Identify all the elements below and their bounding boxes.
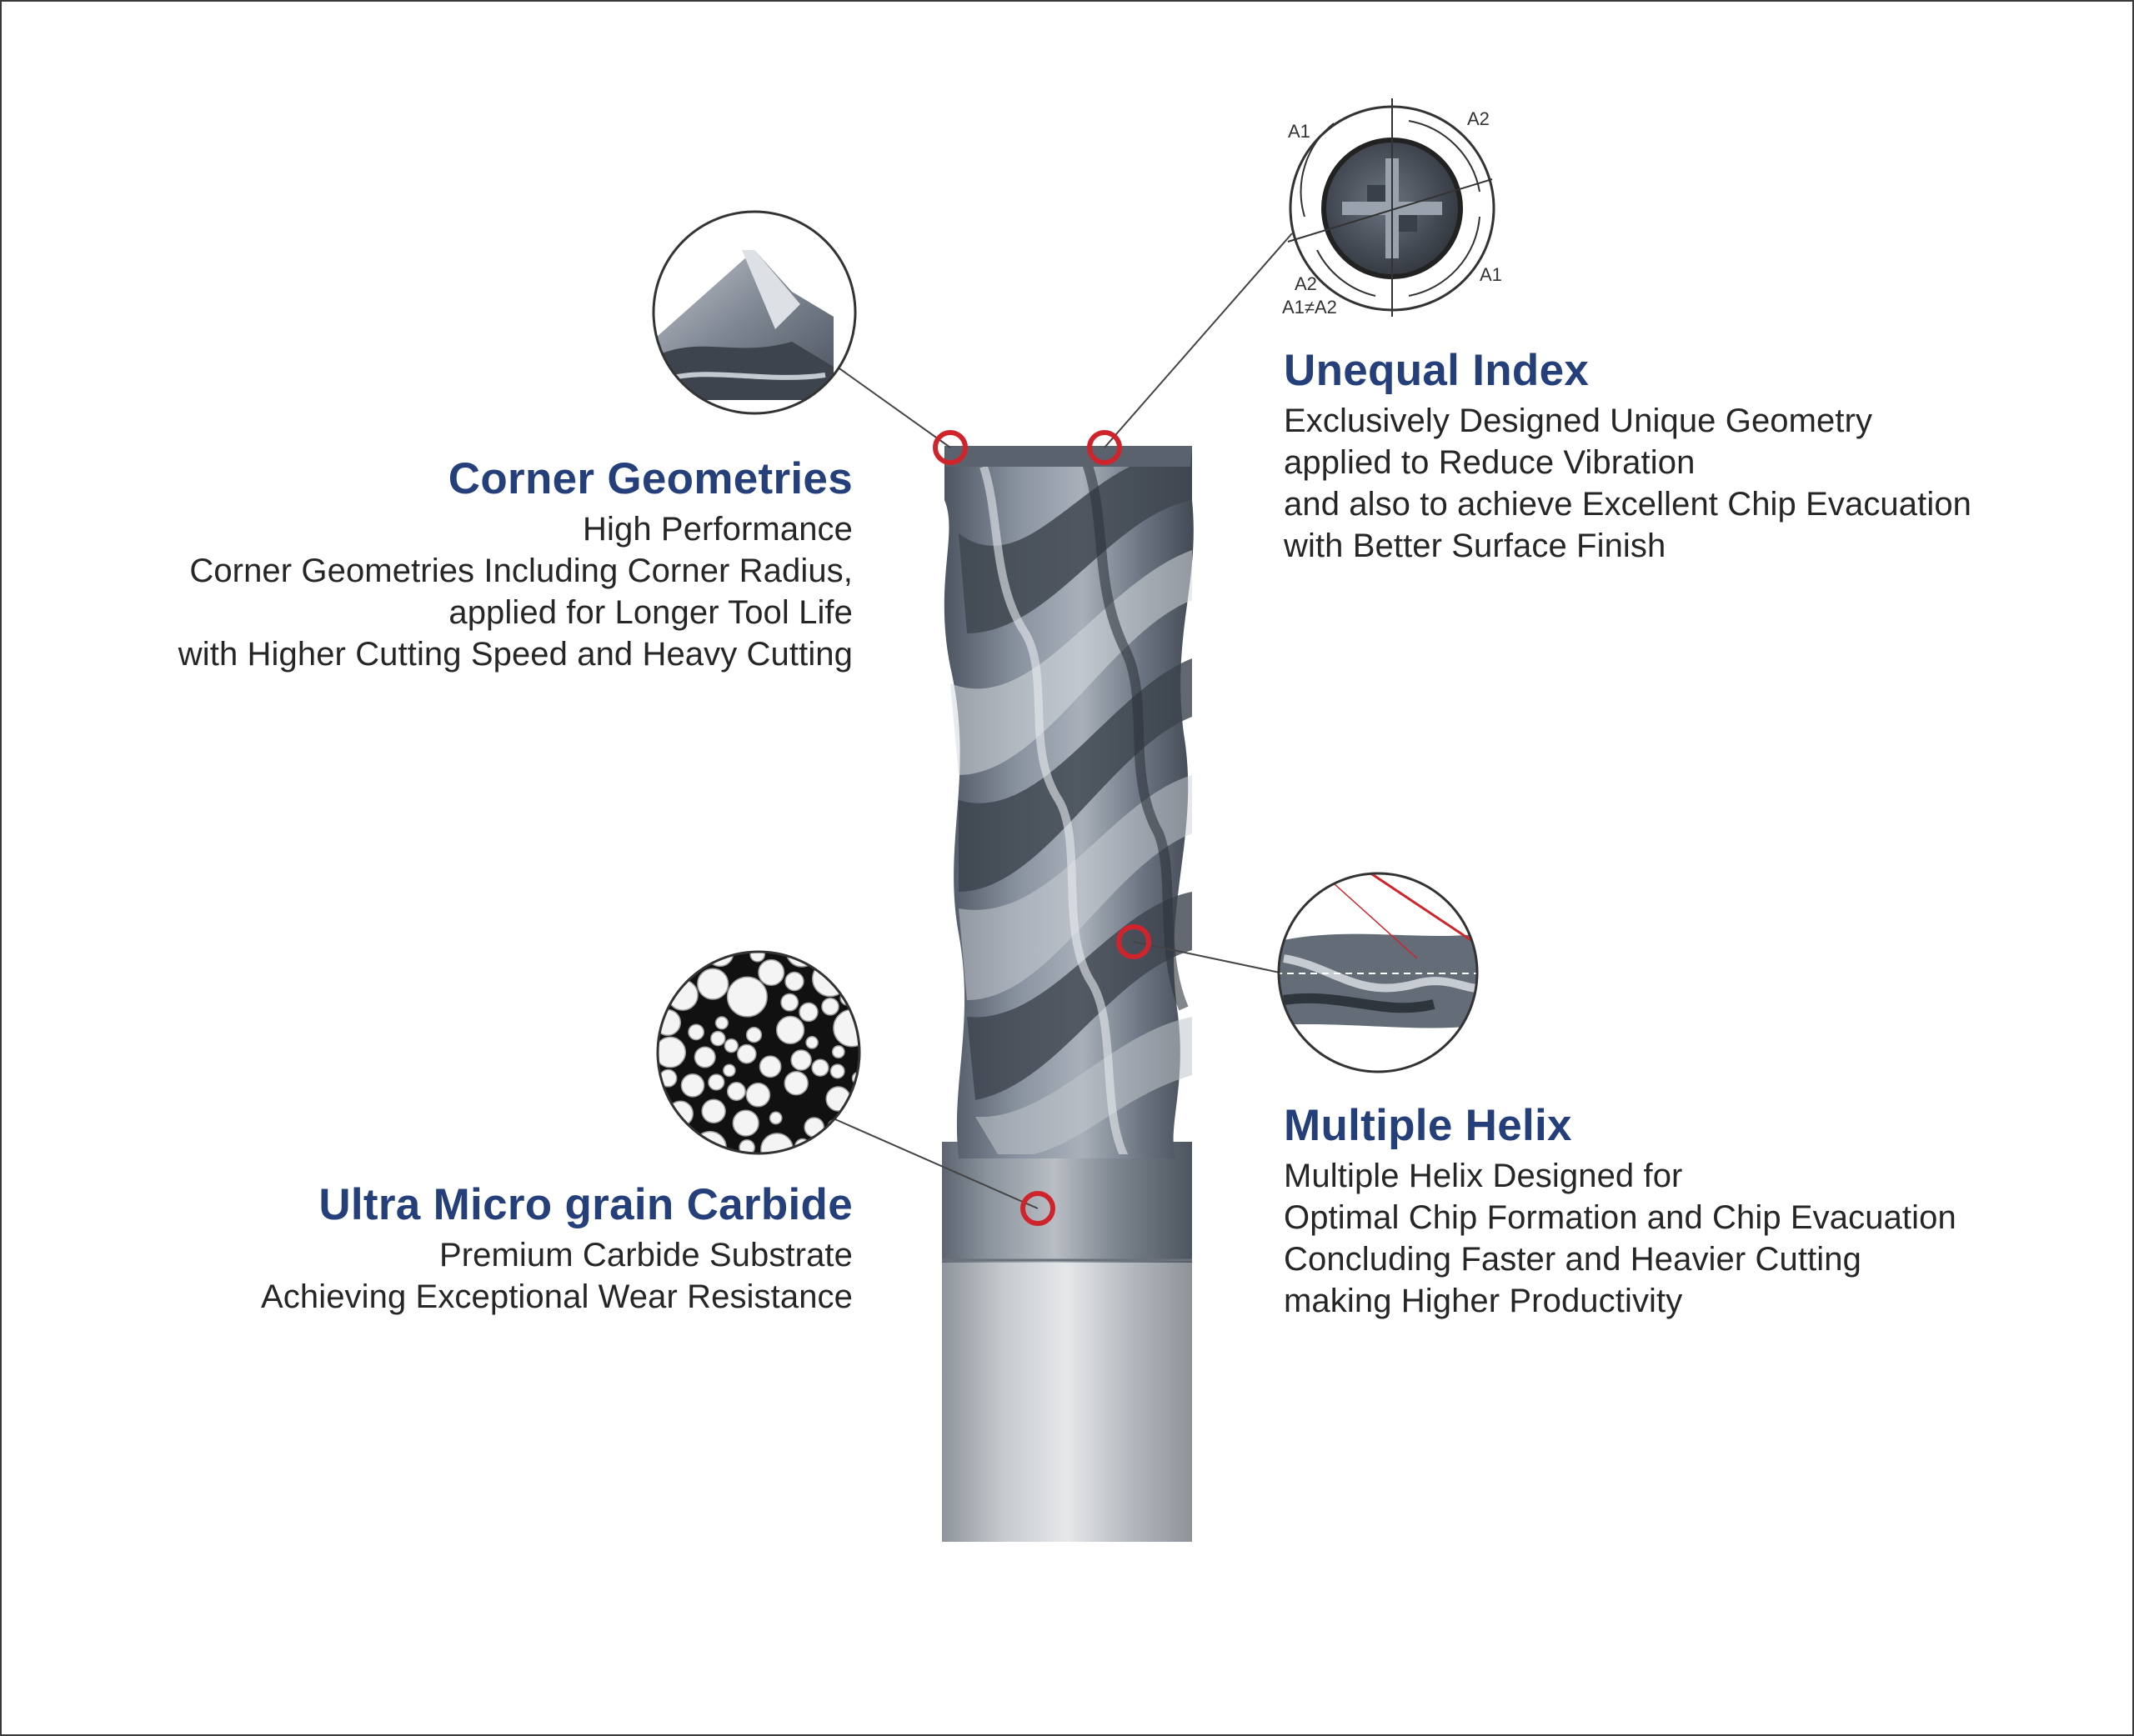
carbide-grain: [842, 953, 859, 967]
carbide-grain: [784, 971, 804, 992]
carbide-grain: [805, 1036, 819, 1049]
carbide-grain: [732, 1109, 759, 1137]
carbide-grain: [694, 1046, 716, 1068]
carbide-grain: [701, 1098, 726, 1124]
carbide-grain: [724, 1038, 739, 1053]
leader-carbide: [829, 1116, 1039, 1209]
label-a2-top: A2: [1467, 108, 1490, 129]
carbide-grain: [829, 1063, 845, 1079]
carbide-grain: [811, 1058, 829, 1077]
carbide-grain: [697, 968, 729, 1000]
carbide-grain: [775, 1015, 805, 1045]
label-a1-right: A1: [1480, 264, 1502, 285]
carbide-title: Ultra Micro grain Carbide: [318, 1180, 853, 1229]
marker-helix: [1116, 924, 1151, 959]
carbide-grain: [680, 1073, 705, 1098]
carbide-grain: [804, 1117, 825, 1138]
carbide-grain: [790, 1049, 812, 1071]
marker-corner: [933, 430, 968, 465]
carbide-grain: [816, 1143, 839, 1153]
corner-geometries-block: Corner Geometries High Performance Corne…: [178, 452, 853, 675]
leader-lines: [824, 233, 1293, 1209]
label-a1-top: A1: [1288, 121, 1310, 142]
carbide-grain: [821, 997, 839, 1016]
leader-unequal: [1104, 233, 1293, 448]
carbide-grain: [726, 976, 768, 1018]
carbide-grain: [688, 1023, 705, 1041]
helix-line-1: Multiple Helix Designed for: [1284, 1158, 1683, 1194]
unequal-line-2: applied to Reduce Vibration: [1284, 444, 1696, 481]
carbide-line-1: Premium Carbide Substrate: [438, 1237, 853, 1273]
leader-corner: [824, 358, 951, 448]
shank-neck: [942, 1142, 1192, 1263]
multiple-helix-block: Multiple Helix Multiple Helix Designed f…: [1284, 1098, 1956, 1322]
carbide-grain: [660, 953, 686, 972]
carbide-grain: [784, 1070, 809, 1096]
carbide-grain: [710, 1030, 726, 1047]
carbide-grain: [758, 958, 785, 986]
carbide-grain: [811, 960, 849, 998]
marker-unequal: [1087, 430, 1122, 465]
carbide-grain: [723, 1063, 736, 1078]
carbide-grain: [686, 953, 704, 965]
carbide-grain: [745, 1082, 771, 1108]
corner-line-3: applied for Longer Tool Life: [448, 594, 853, 631]
carbide-grain: [843, 1143, 858, 1153]
carbide-grain: [659, 976, 666, 993]
red-markers: [933, 430, 1151, 1226]
helix-line-4: making Higher Productivity: [1284, 1283, 1683, 1319]
shank-lower: [942, 1258, 1192, 1542]
carbide-grain: [726, 1082, 746, 1101]
corner-line-1: High Performance: [583, 511, 853, 548]
label-a1-neq-a2: A1≠A2: [1282, 297, 1337, 318]
carbide-grain: [659, 1036, 687, 1068]
carbide-grain: [660, 1142, 686, 1153]
multiple-helix-title: Multiple Helix: [1284, 1101, 1572, 1150]
corner-geometries-title: Corner Geometries: [448, 454, 853, 503]
carbide-grain: [759, 1055, 782, 1078]
carbide-grain: [749, 953, 766, 963]
unequal-line-1: Exclusively Designed Unique Geometry: [1284, 403, 1873, 439]
carbide-grain: [714, 1016, 729, 1030]
corner-line-2: Corner Geometries Including Corner Radiu…: [189, 553, 853, 589]
carbide-grain: [693, 1130, 727, 1153]
unequal-index-title: Unequal Index: [1284, 346, 1590, 395]
marker-carbide: [1020, 1191, 1055, 1226]
carbide-grain: [831, 1045, 845, 1059]
unequal-line-3: and also to achieve Excellent Chip Evacu…: [1284, 486, 1972, 523]
carbide-grain: [825, 1086, 851, 1112]
helical-flutes: [950, 452, 1192, 1154]
end-mill-tool: [942, 446, 1194, 1542]
carbide-grain: [705, 953, 734, 968]
carbide-line-2: Achieving Exceptional Wear Resistance: [261, 1278, 853, 1315]
unequal-index-diagram: A1 A2 A1 A2 A1≠A2: [1282, 98, 1502, 318]
label-a2-bottom: A2: [1295, 273, 1317, 294]
helix-zoom-circle: [1277, 872, 1479, 1073]
helix-line-3: Concluding Faster and Heavier Cutting: [1284, 1241, 1861, 1278]
carbide-zoom-circle: [656, 950, 861, 1155]
carbide-block: Ultra Micro grain Carbide Premium Carbid…: [261, 1178, 853, 1318]
leader-helix: [1133, 941, 1285, 974]
carbide-grain: [799, 1002, 819, 1023]
carbide-grain: [745, 1027, 763, 1043]
unequal-index-block: Unequal Index Exclusively Designed Uniqu…: [1284, 343, 1971, 567]
carbide-grain: [769, 1111, 783, 1125]
corner-zoom-circle: [652, 210, 857, 415]
corner-line-4: with Higher Cutting Speed and Heavy Cutt…: [178, 636, 853, 673]
carbide-grain: [659, 1095, 666, 1113]
unequal-line-4: with Better Surface Finish: [1284, 528, 1666, 564]
carbide-grain: [736, 1043, 757, 1064]
helix-line-2: Optimal Chip Formation and Chip Evacuati…: [1284, 1199, 1956, 1236]
carbide-grain: [659, 1114, 664, 1133]
carbide-grain: [708, 1073, 725, 1091]
carbide-grain: [780, 993, 799, 1012]
tool-tip-face: [944, 446, 1192, 467]
